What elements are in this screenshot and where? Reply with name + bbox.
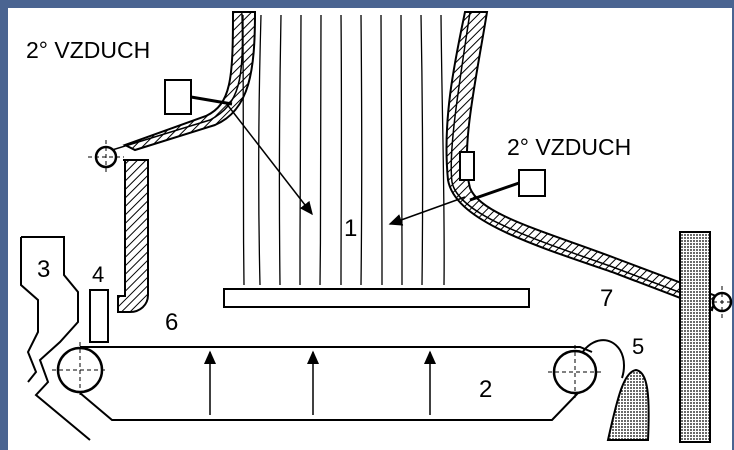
left-pivot bbox=[88, 140, 124, 174]
right-wall-liner bbox=[450, 11, 701, 301]
label-2: 2 bbox=[479, 376, 492, 403]
label-1: 1 bbox=[344, 215, 357, 242]
arrow-right-to-1 bbox=[388, 196, 466, 226]
grate-plate bbox=[223, 288, 530, 308]
label-7: 7 bbox=[600, 285, 613, 312]
label-4: 4 bbox=[92, 262, 104, 287]
label-3: 3 bbox=[37, 256, 50, 283]
hopper-3-inner bbox=[20, 237, 39, 383]
left-air-nozzle bbox=[164, 79, 233, 115]
hopper-3 bbox=[21, 236, 91, 441]
label-air-right: 2° VZDUCH bbox=[507, 134, 631, 160]
label-5: 5 bbox=[632, 334, 644, 359]
ash-hook-5 bbox=[581, 339, 625, 379]
arrow-left-to-1 bbox=[225, 102, 313, 216]
left-wall-liner bbox=[111, 13, 244, 151]
feeder-4 bbox=[89, 289, 109, 343]
grate-conveyor bbox=[52, 342, 602, 421]
label-6: 6 bbox=[165, 309, 178, 336]
right-air-nozzle-lower bbox=[469, 169, 546, 202]
right-wall bbox=[445, 11, 718, 312]
left-wall bbox=[122, 11, 257, 152]
right-pivot bbox=[706, 286, 734, 318]
ash-chute bbox=[606, 368, 650, 441]
right-dense-column bbox=[679, 231, 711, 443]
label-air-left: 2° VZDUCH bbox=[26, 37, 150, 63]
flame-gas-lines bbox=[242, 14, 445, 286]
right-air-nozzle-upper bbox=[459, 151, 475, 181]
left-vertical-wall bbox=[117, 159, 149, 313]
